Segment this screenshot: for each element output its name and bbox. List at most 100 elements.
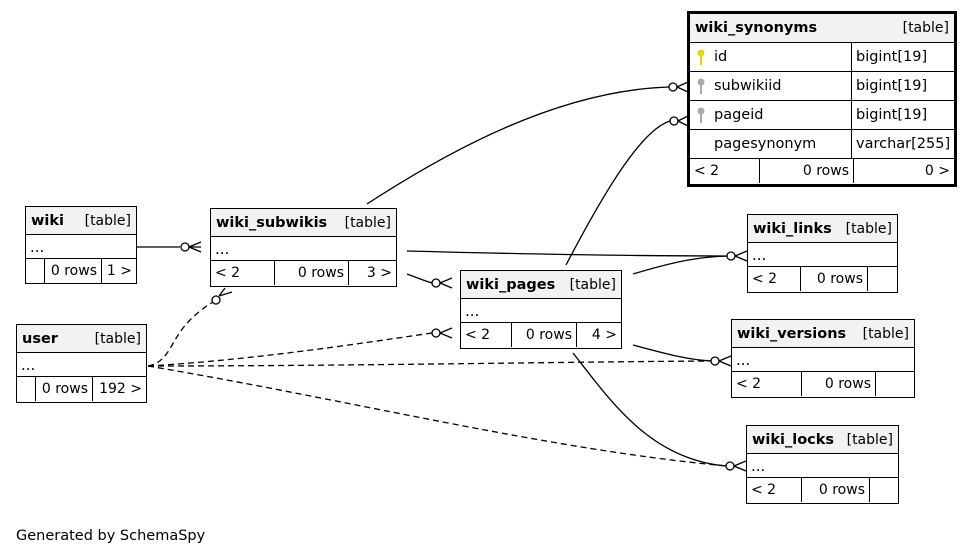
table-wiki-synonyms[interactable]: wiki_synonyms [table] id bigint[19] subw… (687, 11, 957, 187)
table-type: [table] (846, 431, 893, 448)
rel-pages-synonyms (565, 120, 671, 266)
parents-count: < 2 (747, 478, 802, 502)
children-count (876, 372, 914, 396)
rel-user-locks (147, 365, 728, 467)
table-wiki-locks[interactable]: wiki_locks [table] ... < 2 0 rows (746, 425, 899, 504)
column-type: varchar[255] (856, 136, 951, 152)
table-type: [table] (862, 325, 909, 342)
crow-foot (439, 277, 453, 289)
children-count: 0 > (924, 163, 950, 179)
table-type: [table] (94, 330, 141, 347)
rel-subwikis-pages (406, 273, 433, 284)
table-name: wiki_pages (466, 276, 556, 293)
rel-subwikis-links (406, 250, 729, 257)
table-body: ... (748, 243, 897, 267)
cardinality-circle (669, 116, 679, 126)
table-footer: < 2 0 rows 3 > (211, 261, 396, 285)
table-type: [table] (845, 220, 892, 237)
table-footer: 0 rows 1 > (26, 259, 136, 283)
column-row-subwikiid[interactable]: subwikiid bigint[19] (690, 72, 954, 101)
column-name: pagesynonym (714, 136, 817, 152)
table-wiki-versions[interactable]: wiki_versions [table] ... < 2 0 rows (731, 319, 915, 398)
cardinality-circle (710, 356, 720, 366)
table-body: ... (461, 299, 621, 323)
column-row-id[interactable]: id bigint[19] (690, 43, 954, 72)
children-count (868, 267, 897, 291)
cardinality-circle (668, 82, 678, 92)
table-footer: < 2 0 rows 0 > (690, 159, 954, 183)
rel-pages-versions (632, 344, 713, 362)
table-name: wiki_links (753, 220, 832, 237)
column-row-pagesynonym[interactable]: pagesynonym varchar[255] (690, 130, 954, 159)
parents-count: < 2 (690, 159, 760, 183)
table-body: ... (732, 348, 914, 372)
parents-count: < 2 (732, 372, 802, 396)
primary-key-icon (697, 49, 705, 65)
cardinality-circle (431, 328, 441, 338)
crow-foot (218, 287, 233, 297)
table-footer: < 2 0 rows (748, 267, 897, 291)
table-body: ... (17, 353, 146, 377)
table-name: wiki_subwikis (216, 214, 328, 231)
crow-foot (188, 241, 202, 253)
table-wiki-subwikis[interactable]: wiki_subwikis [table] ... < 2 0 rows 3 > (210, 208, 397, 287)
foreign-key-icon (697, 78, 705, 94)
column-name: subwikiid (714, 78, 782, 94)
row-count: 0 rows (275, 261, 349, 285)
children-count (870, 478, 898, 502)
column-type: bigint[19] (856, 107, 928, 123)
cardinality-circle (211, 295, 221, 305)
children-count: 1 > (106, 263, 132, 279)
rel-pages-links (632, 255, 729, 275)
row-count: 0 rows (512, 323, 577, 347)
table-name: wiki_synonyms (695, 20, 818, 36)
cardinality-circle (725, 461, 735, 471)
crow-foot (439, 327, 453, 339)
crow-foot (676, 81, 689, 93)
column-type: bigint[19] (856, 78, 928, 94)
table-footer: < 2 0 rows (732, 372, 914, 396)
cardinality-circle (726, 251, 736, 261)
rel-subwikis-synonyms (366, 86, 671, 205)
table-name: wiki_versions (737, 325, 847, 342)
crow-foot (677, 115, 689, 127)
table-body: ... (26, 235, 136, 259)
table-footer: < 2 0 rows (747, 478, 898, 502)
table-footer: < 2 0 rows 4 > (461, 323, 621, 347)
parents-count (26, 259, 45, 283)
column-name: pageid (714, 107, 764, 123)
generated-by-note: Generated by SchemaSpy (16, 528, 206, 544)
row-count: 0 rows (802, 478, 870, 502)
row-count: 0 rows (802, 372, 876, 396)
cardinality-circle (431, 278, 441, 288)
table-type: [table] (902, 20, 949, 36)
table-wiki-pages[interactable]: wiki_pages [table] ... < 2 0 rows 4 > (460, 270, 622, 349)
table-type: [table] (569, 276, 616, 293)
column-name: id (714, 49, 728, 65)
parents-count: < 2 (748, 267, 801, 291)
table-name: wiki_locks (752, 431, 835, 448)
table-body: ... (747, 454, 898, 478)
table-name: wiki (31, 212, 64, 229)
children-count: 3 > (366, 265, 392, 281)
column-row-pageid[interactable]: pageid bigint[19] (690, 101, 954, 130)
parents-count: < 2 (211, 261, 275, 285)
crow-foot (718, 355, 732, 367)
table-user[interactable]: user [table] ... 0 rows 192 > (16, 324, 147, 403)
children-count: 192 > (99, 381, 142, 397)
table-body: ... (211, 237, 396, 261)
row-count: 0 rows (801, 267, 868, 291)
foreign-key-icon (697, 107, 705, 123)
table-wiki-links[interactable]: wiki_links [table] ... < 2 0 rows (747, 214, 898, 293)
row-count: 0 rows (36, 377, 93, 401)
parents-count (17, 377, 36, 401)
crow-foot (734, 250, 748, 262)
table-name: user (22, 330, 58, 347)
cardinality-circle (180, 242, 190, 252)
table-type: [table] (84, 212, 131, 229)
table-wiki[interactable]: wiki [table] ... 0 rows 1 > (25, 206, 137, 284)
table-footer: 0 rows 192 > (17, 377, 146, 401)
crow-foot (733, 460, 747, 472)
row-count: 0 rows (760, 159, 854, 183)
rel-user-versions (147, 360, 713, 367)
